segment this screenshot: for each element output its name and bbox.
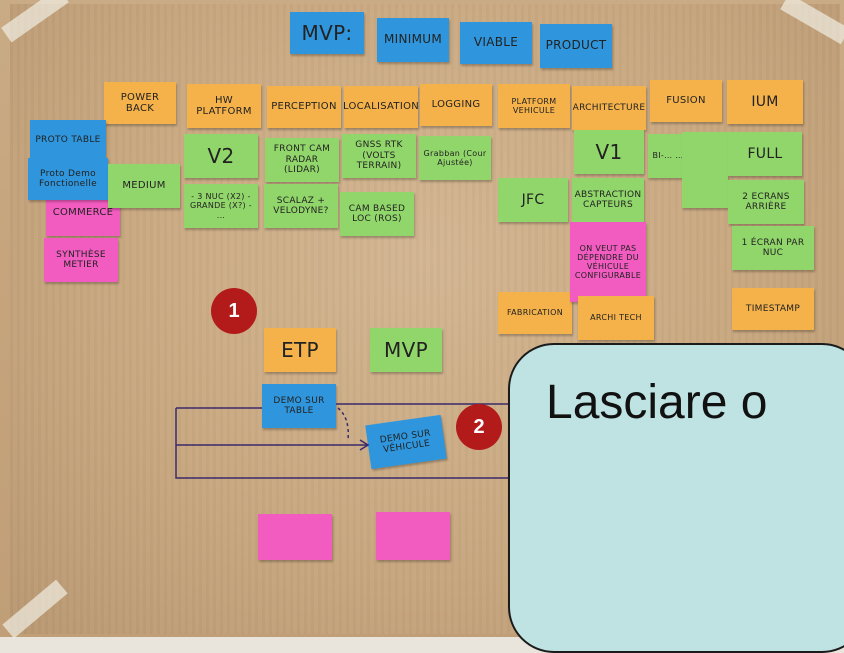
note-2-ecrans: 2 ECRANS ARRIÈRE	[728, 180, 804, 224]
header-power-back: POWER BACK	[104, 82, 176, 124]
title-mvp-note: MVP:	[290, 12, 364, 54]
note-1-ecran-par-nuc: 1 ÉCRAN PAR NUC	[732, 226, 814, 270]
note-medium: MEDIUM	[108, 164, 180, 208]
note-abstraction-capteurs: ABSTRACTION CAPTEURS	[572, 178, 644, 222]
title-viable-note: VIABLE	[460, 22, 532, 64]
note-front-cam-radar: FRONT CAM RADAR (LIDAR)	[265, 138, 339, 182]
arrow-line	[175, 408, 510, 479]
note-fusion-small: BI-… …	[648, 134, 688, 178]
header-ium: IUM	[727, 80, 803, 124]
header-platform-vehicule: PLATFORM VEHICULE	[498, 84, 570, 128]
note-gnss-rtk: GNSS RTK (Volts Terrain)	[342, 134, 416, 178]
callout-box: Lasciare o	[508, 343, 844, 653]
note-full: FULL	[728, 132, 802, 176]
note-demo-sur-table: DEMO Sur TABLE	[262, 384, 336, 428]
note-pink-empty	[258, 514, 332, 560]
arrow-line	[337, 407, 350, 441]
note-grabban: Grabban (Cour Ajustée)	[419, 136, 491, 180]
note-archi-tech: ARCHI TECH	[578, 296, 654, 340]
note-cam-based-loc: CAM BASED LOC (ROS)	[340, 192, 414, 236]
header-fusion: FUSION	[650, 80, 722, 122]
marker-2: 2	[456, 404, 502, 450]
note-proto-table: PROTO TABLE	[30, 120, 106, 160]
header-localisation: LOCALISATION	[343, 86, 419, 128]
note-pink-empty	[376, 512, 450, 560]
note-fusion-blank	[682, 132, 728, 208]
note-v1: V1	[574, 130, 644, 174]
note-synthese-metier: SYNTHÈSE METIER	[44, 238, 118, 282]
title-product-note: PRODUCT	[540, 24, 612, 68]
note-jfc: JFC	[498, 178, 568, 222]
note-scalaz-velodyne: SCALAZ + VELODYNE?	[264, 184, 338, 228]
note-nuc-list: - 3 NUC (x2) - GRANDE (x?) - ...	[184, 184, 258, 228]
header-logging: LOGGING	[420, 84, 492, 126]
note-mvp-flow: MVP	[370, 328, 442, 372]
header-architecture: ARCHITECTURE	[572, 86, 646, 130]
marker-1: 1	[211, 288, 257, 334]
note-proto-demo: Proto Demo Fonctionelle	[28, 158, 108, 200]
callout-text: Lasciare o	[546, 376, 768, 429]
title-minimum-note: MINIMUM	[377, 18, 449, 62]
header-hw-platform: HW PLATFORM	[187, 84, 261, 128]
note-v2: V2	[184, 134, 258, 178]
header-perception: PERCEPTION	[267, 86, 341, 128]
note-fabrication: FABRICATION	[498, 292, 572, 334]
note-timestamp: TIMESTAMP	[732, 288, 814, 330]
note-etp: ETP	[264, 328, 336, 372]
note-dependre-vehicule: ON VEUT PAS DÉPENDRE DU VÉHICULE Configu…	[570, 222, 646, 302]
arrow-head	[359, 439, 370, 451]
